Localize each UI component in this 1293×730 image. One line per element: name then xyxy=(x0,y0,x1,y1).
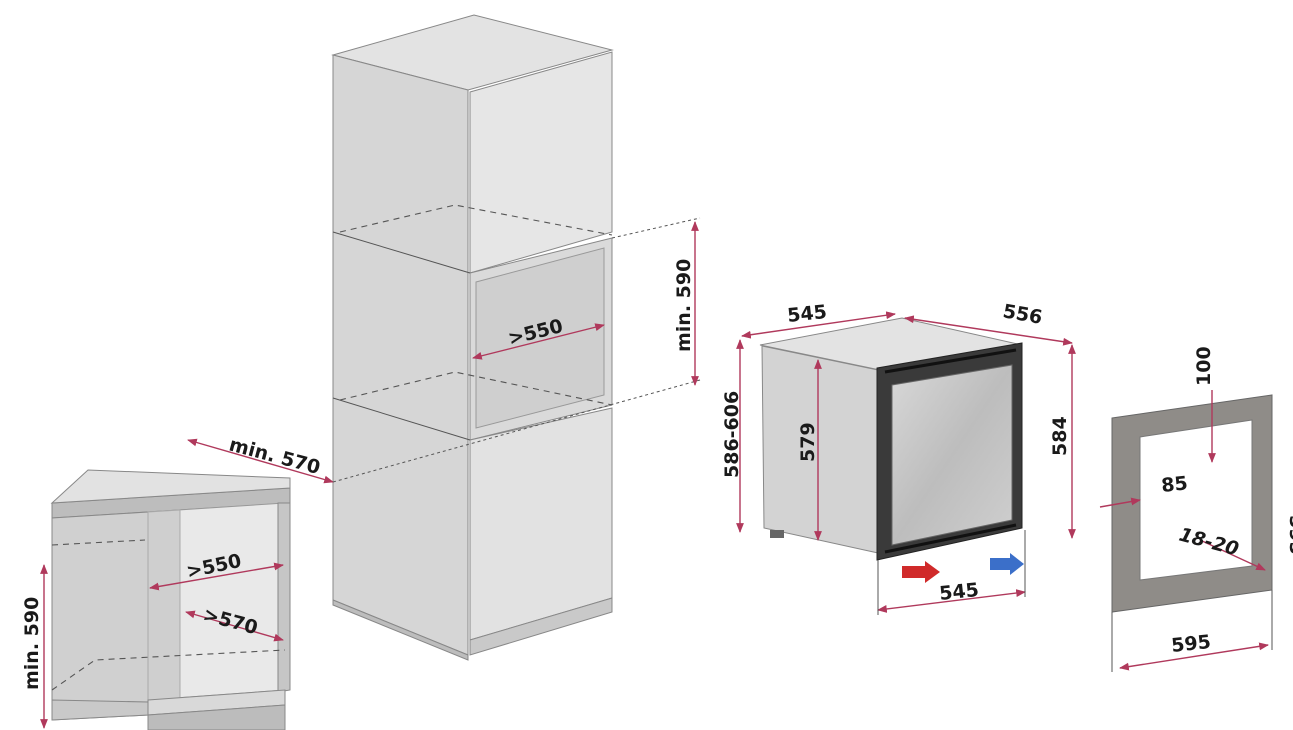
appliance-top-depth-label: 556 xyxy=(1001,300,1044,329)
appliance-body-height-label: 579 xyxy=(797,422,819,462)
appliance-bottom-width-label: 545 xyxy=(938,579,980,605)
appliance-door-height-label: 584 xyxy=(1049,416,1071,456)
frame-top-label: 100 xyxy=(1193,346,1215,386)
trim-frame xyxy=(1111,394,1273,613)
low-cabinet xyxy=(50,469,291,730)
frame-width-label: 595 xyxy=(1170,631,1212,657)
tall-cabinet-depth-label: min. 570 xyxy=(227,434,323,479)
airflow-out-arrow xyxy=(990,553,1024,575)
appliance-overall-height-label: 586-606 xyxy=(721,391,743,478)
tall-cabinet-niche-height-label: min. 590 xyxy=(673,259,695,352)
airflow-in-arrow xyxy=(902,561,940,583)
appliance-top-width-label: 545 xyxy=(786,301,828,327)
tall-cabinet xyxy=(331,14,614,661)
frame-side-label: 85 xyxy=(1160,472,1189,497)
dimension-lines xyxy=(40,217,1273,729)
wine-cooler-appliance xyxy=(759,317,1023,561)
frame-height-label: 595 xyxy=(1285,515,1293,555)
low-cabinet-height-label: min. 590 xyxy=(21,597,43,690)
